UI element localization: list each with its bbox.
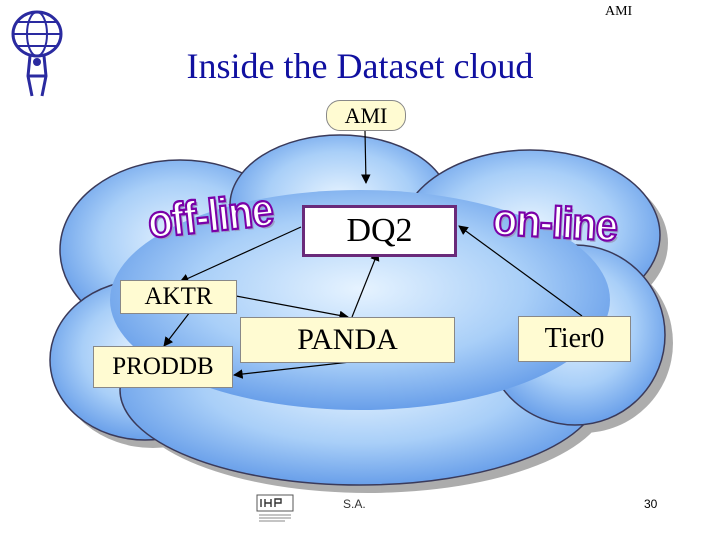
- arrow-panda-proddb: [233, 361, 351, 379]
- online-label: on-line: [491, 195, 620, 252]
- ami-box: AMI: [326, 100, 406, 131]
- arrow-panda-dq2: [351, 251, 380, 318]
- page-number: 30: [644, 497, 658, 511]
- ami-label: AMI: [344, 102, 388, 128]
- offline-label: off-line: [144, 184, 276, 250]
- arrow-tier0-dq2: [458, 225, 583, 317]
- dq2-box: DQ2: [302, 205, 457, 257]
- arrow-aktr-proddb: [163, 311, 191, 347]
- arrow-aktr-panda: [235, 295, 349, 321]
- panda-label: PANDA: [297, 323, 398, 356]
- proddb-box: PRODDB: [93, 346, 233, 388]
- ihep-logo: [256, 494, 294, 522]
- proddb-label: PRODDB: [112, 353, 214, 380]
- atlas-logo: [11, 10, 63, 97]
- slide-title: Inside the Dataset cloud: [186, 46, 534, 86]
- aktr-box: AKTR: [120, 280, 237, 314]
- tier0-label: Tier0: [544, 323, 605, 354]
- footer-author: S.A.: [343, 497, 366, 511]
- arrow-ami-dq2: [361, 130, 371, 184]
- arrow-dq2-aktr: [179, 226, 302, 283]
- aktr-label: AKTR: [144, 283, 213, 310]
- dq2-label: DQ2: [346, 212, 413, 249]
- panda-box: PANDA: [240, 317, 455, 363]
- tier0-box: Tier0: [518, 316, 631, 362]
- corner-label: AMI: [605, 4, 633, 19]
- connectors: [163, 130, 583, 379]
